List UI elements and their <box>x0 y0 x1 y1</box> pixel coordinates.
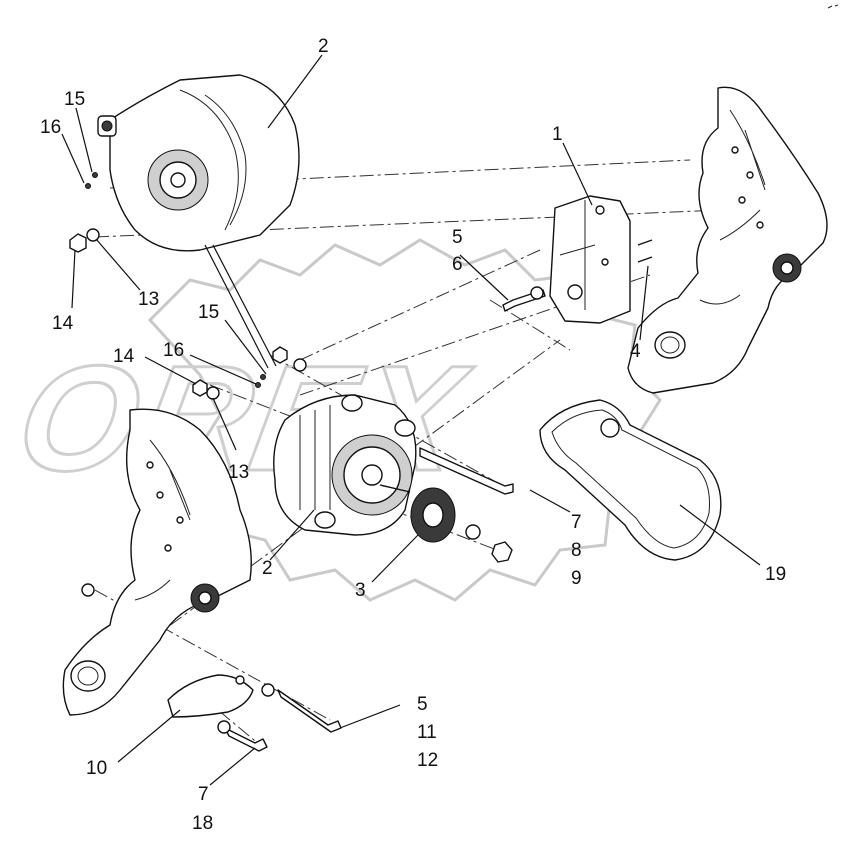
corner-mark <box>827 4 839 9</box>
washer-15-upper <box>92 172 98 178</box>
callout-12: 12 <box>417 750 438 771</box>
fasteners <box>69 172 546 752</box>
callout-9: 9 <box>571 568 582 589</box>
callout-16-top: 16 <box>40 117 61 138</box>
callout-10: 10 <box>86 758 107 779</box>
callout-labels: 1 2 2 3 4 5 6 7 8 9 10 5 11 12 7 18 13 1… <box>40 36 786 834</box>
callout-5-top: 5 <box>452 227 463 248</box>
callout-11: 11 <box>417 722 437 743</box>
callout-8: 8 <box>571 540 582 561</box>
callout-4: 4 <box>630 341 641 362</box>
callout-14-mid: 14 <box>113 346 135 367</box>
callout-16-mid: 16 <box>163 340 184 361</box>
callout-7-mid: 7 <box>571 512 582 533</box>
callout-19: 19 <box>765 564 786 585</box>
nut-14-upper <box>69 233 87 253</box>
callout-1: 1 <box>552 124 563 145</box>
callout-15-top: 15 <box>64 89 85 110</box>
callout-14-top: 14 <box>52 313 74 334</box>
bolt-7-bot <box>224 727 268 752</box>
callout-2-mid: 2 <box>262 558 273 579</box>
lower-bracket <box>167 674 254 718</box>
callout-13-mid: 13 <box>228 462 249 483</box>
leader-lines <box>61 54 761 786</box>
callout-5-bot: 5 <box>417 694 428 715</box>
callout-3: 3 <box>355 580 366 601</box>
pulley <box>410 487 513 563</box>
callout-15-mid: 15 <box>198 302 219 323</box>
mounting-bracket <box>549 195 653 324</box>
callout-13-top: 13 <box>138 289 159 310</box>
bolt-5-bot <box>277 689 342 733</box>
alternator-main <box>273 394 417 536</box>
callout-18: 18 <box>192 813 213 834</box>
washer-13-mid <box>206 386 220 400</box>
bolt-7-mid <box>419 447 514 495</box>
callout-2-top: 2 <box>318 36 329 57</box>
engine-block-lower <box>62 408 252 716</box>
alternator-upper <box>97 74 300 252</box>
washer-16-mid <box>293 358 307 372</box>
washer-13-upper <box>86 228 100 242</box>
callout-6: 6 <box>452 254 463 275</box>
engine-block-upper <box>627 86 828 394</box>
washer-16-upper <box>85 183 91 189</box>
drive-belt <box>539 399 722 561</box>
callout-7-bot: 7 <box>198 784 209 805</box>
